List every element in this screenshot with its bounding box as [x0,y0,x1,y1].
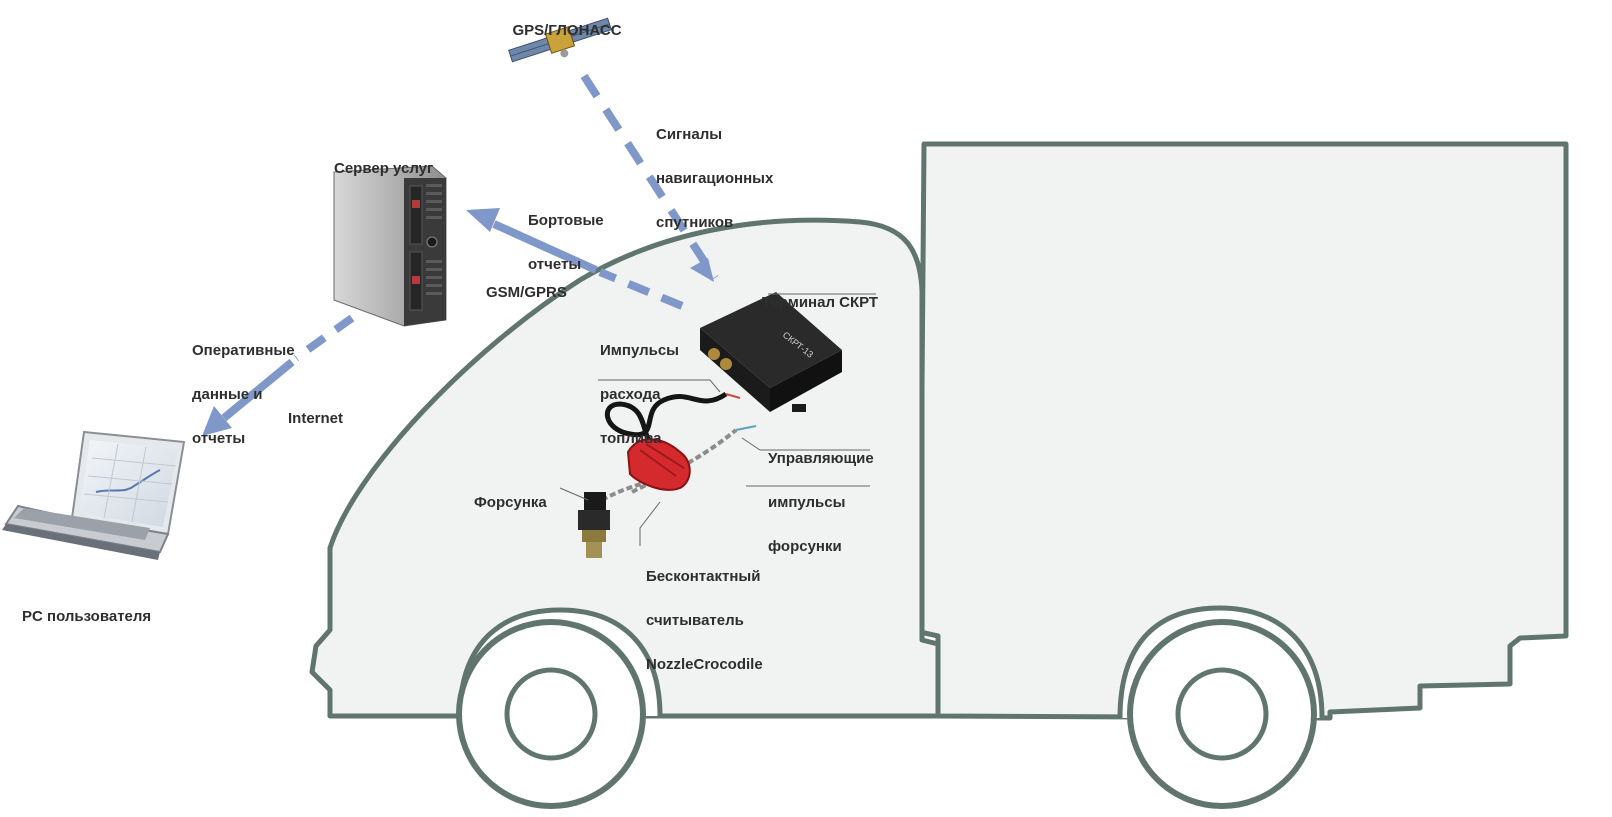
pc-label: PC пользователя [22,608,152,625]
internet-arrow-dashed [293,314,355,362]
front-wheel [456,619,646,809]
internet-label: Internet [288,410,344,427]
nav-signal-arrow [580,73,719,281]
internet-arrow-solid [221,358,295,422]
laptop-icon [2,430,186,560]
operative-data-label: Оперативные данные и отчеты [192,342,295,447]
satellite-label: GPS/ГЛОНАСС [512,22,622,39]
onboard-reports-label: Бортовые отчеты [528,212,604,273]
nav-signals-label: Сигналы навигационных спутников [656,126,774,231]
terminal-label: Терминал СКРТ [762,294,879,311]
leader-lines [559,293,876,546]
gsm-arrow-solid [492,220,598,274]
rear-wheel [1127,619,1317,809]
reader-device [626,438,691,491]
satellite-icon [508,17,612,63]
arrows [202,73,719,436]
gsm-arrowhead [466,208,500,232]
reader-label: Бесконтактный считыватель NozzleCrocodil… [646,568,763,673]
internet-arrowhead [202,406,232,436]
nav-signal-arrowhead [690,258,714,282]
terminal-device: СКРТ-13 [700,292,842,412]
server-icon [333,165,447,327]
injector-icon [578,492,610,558]
gsm-arrow-dashed [598,268,684,310]
gsm-label: GSM/GPRS [486,284,567,301]
fuel-pulses-label: Импульсы расхода топлива [600,342,679,447]
control-pulses-label: Управляющие импульсы форсунки [768,450,874,555]
server-label: Сервер услуг [334,160,434,177]
injector-label: Форсунка [474,494,547,511]
